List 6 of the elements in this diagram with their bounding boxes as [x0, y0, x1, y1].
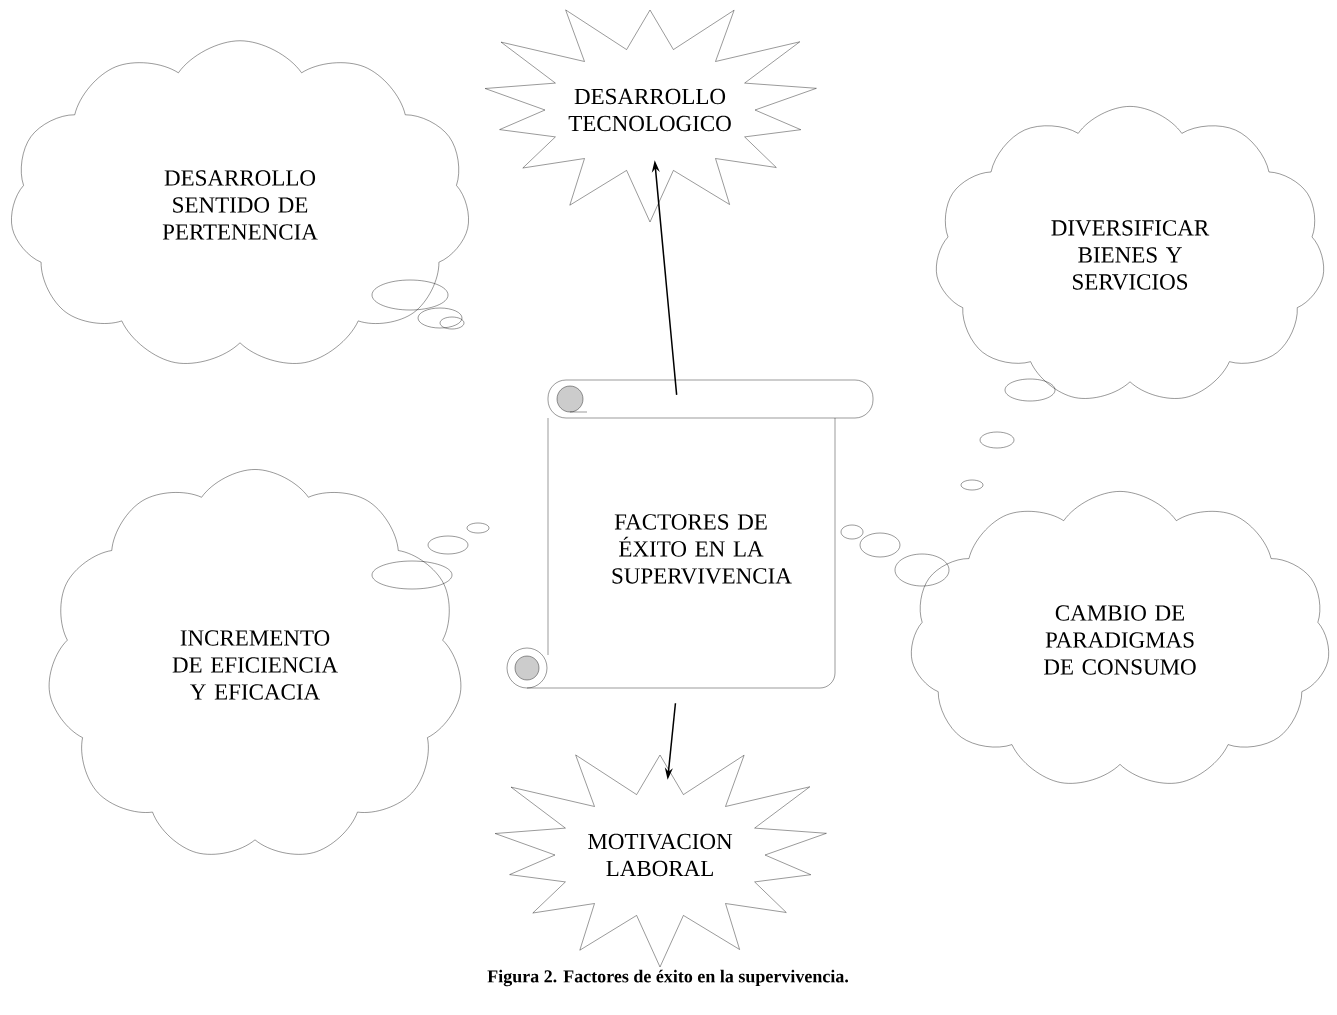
- node-label: FACTORES DE ÉXITO EN LA SUPERVIVENCIA: [612, 514, 792, 584]
- thought-cloud: INCREMENTO DE EFICIENCIA Y EFICACIA: [48, 469, 490, 855]
- thought-cloud: DESARROLLO SENTIDO DE PERTENENCIA: [11, 40, 469, 364]
- figure-caption: Figura 2. Factores de éxito en la supervivencia.: [487, 969, 849, 987]
- thought-cloud: DIVERSIFICAR BIENES Y SERVICIOS: [936, 106, 1324, 491]
- thought-cloud: CAMBIO DE PARADIGMAS DE CONSUMO: [840, 491, 1329, 784]
